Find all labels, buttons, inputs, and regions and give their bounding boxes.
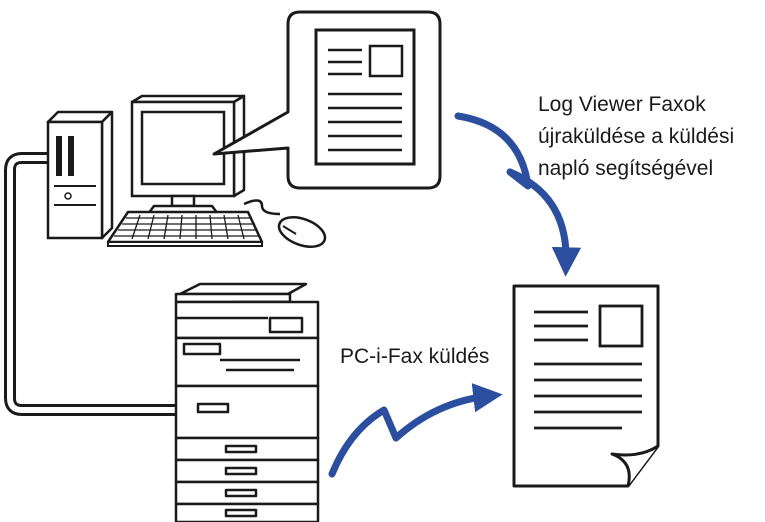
log-viewer-resend-arrow: [454, 112, 582, 277]
keyboard: [106, 210, 264, 247]
log-viewer-label-line1: Log Viewer Faxok: [538, 93, 706, 116]
monitor: [130, 94, 246, 216]
fax-document: [512, 284, 660, 488]
log-viewer-label-line2: újraküldése a küldési: [538, 125, 735, 148]
pc-tower: [46, 110, 114, 240]
log-viewer-label-line3: napló segítségével: [538, 157, 714, 180]
pc-ifax-label: PC-i-Fax küldés: [340, 345, 490, 368]
speech-bubble-document: [212, 10, 442, 190]
pc-ifax-send-arrow: [328, 383, 503, 478]
mfp-printer: [174, 282, 320, 522]
mouse: [243, 199, 327, 248]
